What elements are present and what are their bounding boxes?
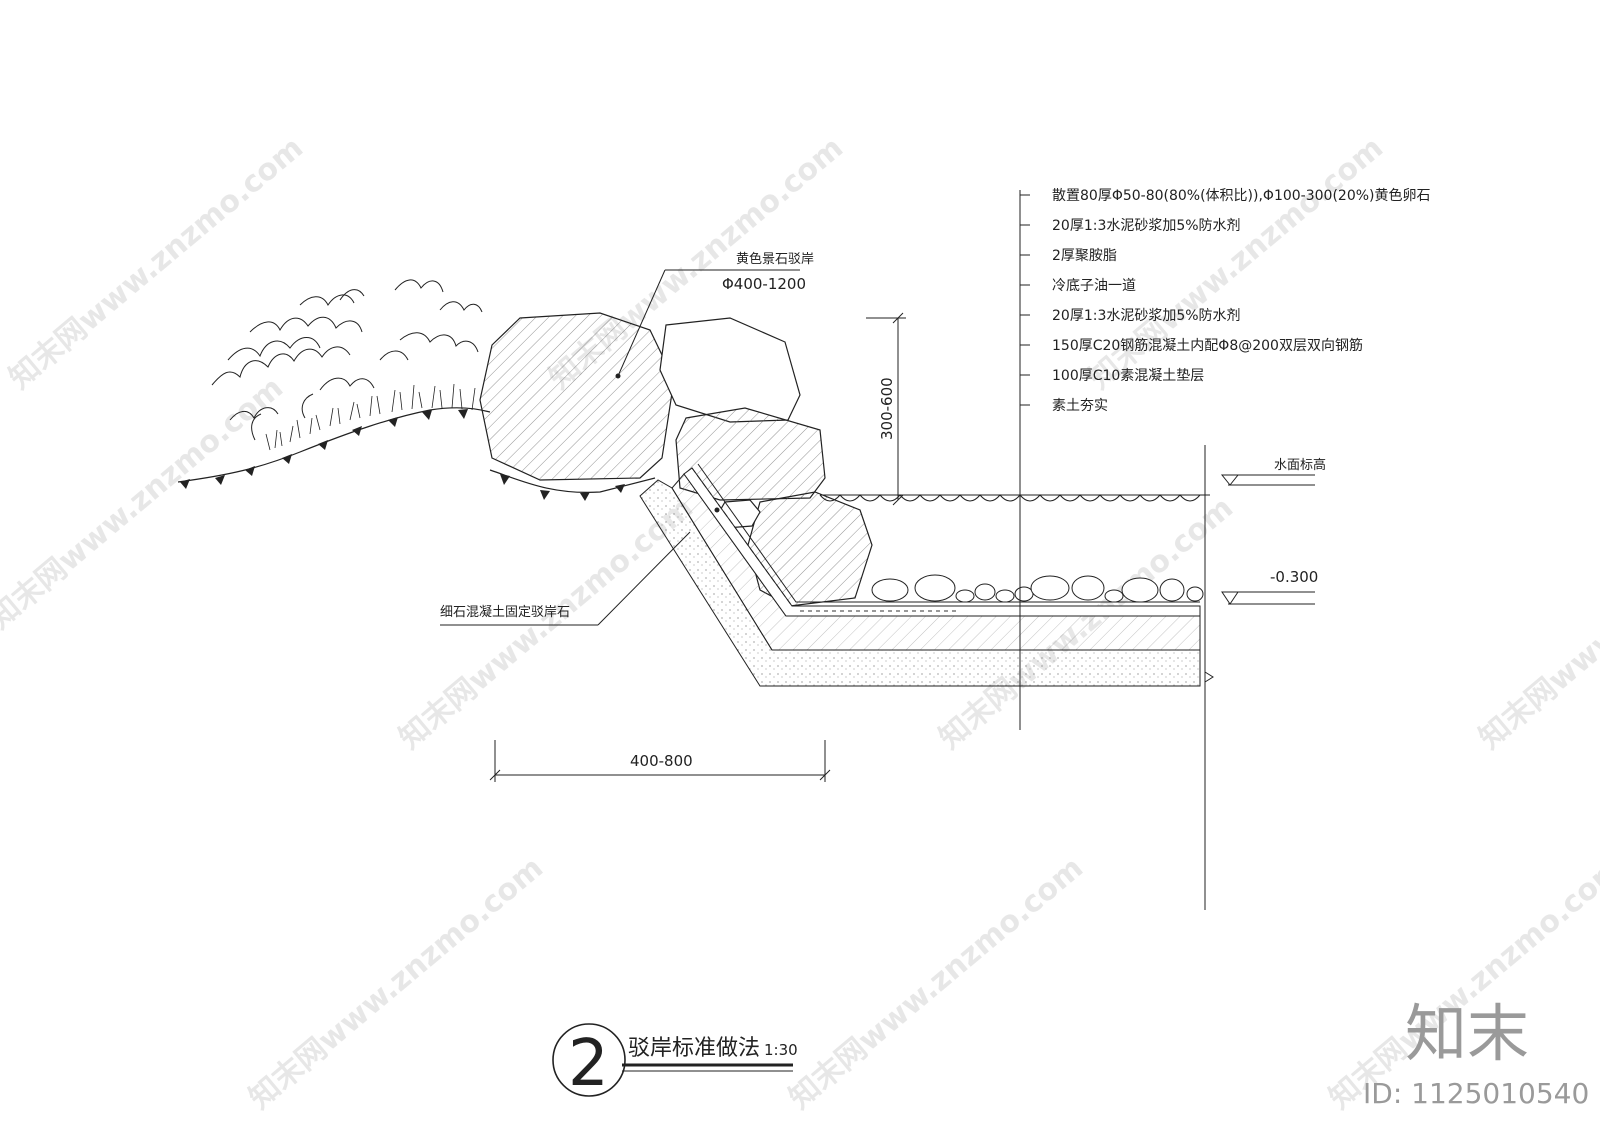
planting-bank: [177, 279, 656, 501]
grass: [265, 383, 476, 451]
water-level-label: 水面标高: [1274, 457, 1326, 473]
layer-notes: 散置80厚Φ50-80(80%(体积比)),Φ100-300(20%)黄色卵石 …: [1052, 187, 1431, 414]
level-markers: 水面标高 -0.300: [1220, 457, 1326, 605]
layer-top: [697, 463, 1200, 603]
reference-lines: [1019, 190, 1214, 910]
layer-note: 20厚1:3水泥砂浆加5%防水剂: [1052, 218, 1241, 234]
height-dimension-label: 300-600: [878, 377, 896, 440]
height-dimension: 300-600: [866, 312, 906, 506]
watermark-text: 知末网www.znzmo.com: [0, 370, 290, 636]
shrubs: [211, 279, 483, 441]
bottom-level-label: -0.300: [1270, 568, 1318, 586]
layer-note: 散置80厚Φ50-80(80%(体积比)),Φ100-300(20%)黄色卵石: [1052, 187, 1431, 204]
detail-number-circle: [552, 1023, 626, 1097]
break-mark: [1204, 671, 1214, 683]
water-surface: [819, 494, 1210, 502]
watermark-text: 知末网www.znzmo.com: [783, 850, 1090, 1116]
boulders: [479, 312, 873, 607]
layer-note: 冷底子油一道: [1052, 278, 1136, 294]
title-block: 2 驳岸标准做法 1:30: [552, 1023, 798, 1101]
brand-logo-text: 知末: [1405, 997, 1529, 1070]
pebbles: [871, 574, 1204, 603]
ground-line-right: [489, 469, 656, 493]
detail-title: 驳岸标准做法: [628, 1036, 760, 1061]
layer-note: 2厚聚胺脂: [1052, 248, 1117, 264]
ground-marks: [180, 409, 625, 501]
layer-note: 素土夯实: [1052, 398, 1108, 414]
layer-note: 150厚C20钢筋混凝土内配Φ8@200双层双向钢筋: [1052, 337, 1363, 354]
boulder-callout: 黄色景石驳岸 Φ400-1200: [615, 251, 814, 513]
watermark-text: 知末网www.znzmo.com: [1473, 490, 1600, 756]
boulder-callout-title: 黄色景石驳岸: [736, 251, 814, 267]
boulder-large: [479, 312, 675, 481]
bank-note: 细石混凝土固定驳岸石: [440, 531, 691, 626]
ground-line: [177, 407, 491, 483]
bank-section: [639, 463, 1201, 687]
watermark-text: 知末网www.znzmo.com: [243, 850, 550, 1116]
boulder-back: [659, 317, 801, 423]
layer-note: 100厚C10素混凝土垫层: [1052, 368, 1204, 384]
brand-id: ID: 1125010540: [1363, 1077, 1589, 1110]
bank-note-text: 细石混凝土固定驳岸石: [440, 604, 570, 620]
watermark-text: 知末网www.znzmo.com: [1083, 130, 1390, 396]
detail-scale: 1:30: [764, 1041, 798, 1059]
layer-leader-ticks: [1020, 194, 1030, 406]
width-dimension: 400-800: [489, 740, 831, 782]
boulder-callout-size: Φ400-1200: [722, 275, 806, 293]
layer-note: 20厚1:3水泥砂浆加5%防水剂: [1052, 308, 1241, 324]
watermark-text: 知末网www.znzmo.com: [3, 130, 310, 396]
watermark-text: 知末网www.znzmo.com: [393, 490, 700, 756]
layer-membrane: [691, 467, 1200, 607]
brand-watermark: 知末 ID: 1125010540: [1363, 997, 1589, 1110]
width-dimension-label: 400-800: [630, 752, 693, 770]
detail-number: 2: [568, 1027, 609, 1101]
